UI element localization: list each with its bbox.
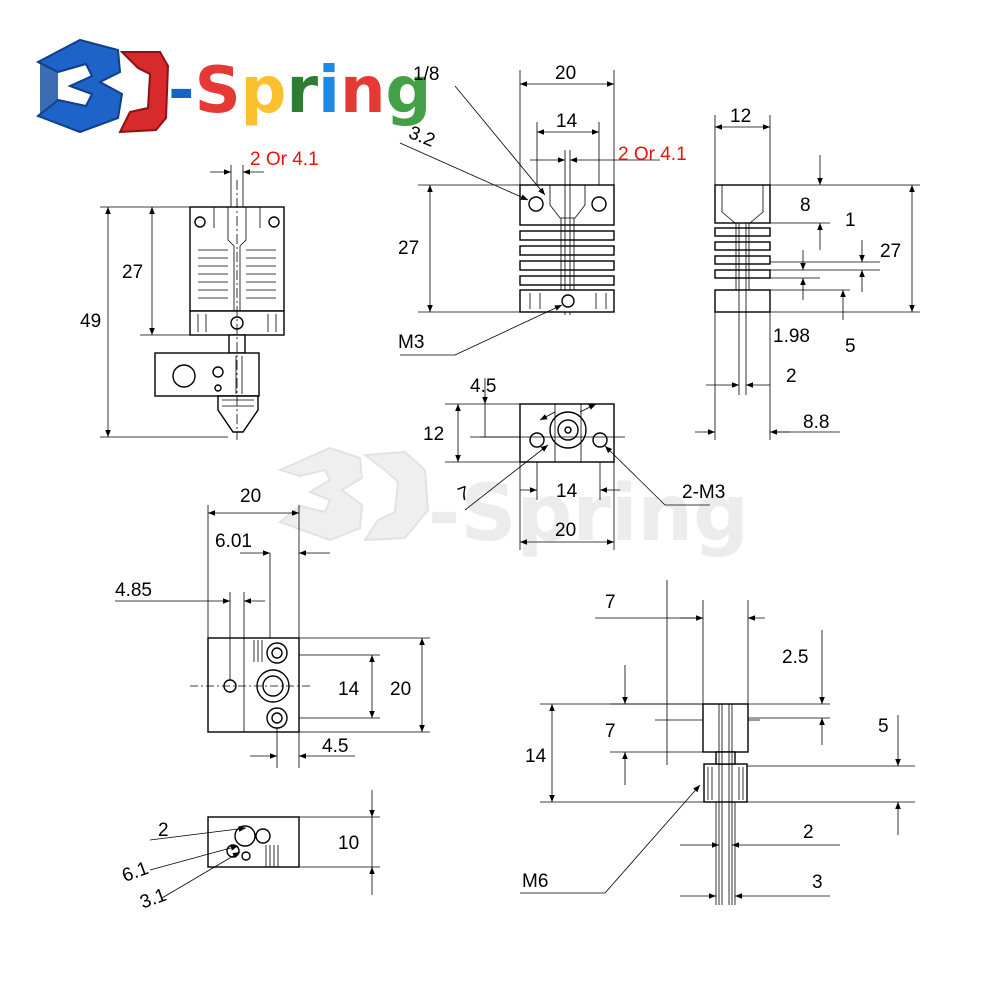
logo-letter-1: - bbox=[168, 54, 195, 128]
dim-nozzle-2: 2 bbox=[803, 822, 814, 843]
logo-letter-3: p bbox=[241, 54, 287, 128]
dim-bottom-20: 20 bbox=[555, 520, 576, 541]
nozzle-view: 7 2.5 7 5 14 2 M6 3 bbox=[520, 580, 915, 905]
dim-bottom-14: 14 bbox=[556, 481, 578, 502]
dim-heater-side-31: 3.1 bbox=[137, 885, 169, 914]
dim-nozzle-14: 14 bbox=[525, 746, 547, 767]
dim-nozzle-5: 5 bbox=[878, 716, 889, 737]
dim-right-88: 8.8 bbox=[803, 412, 829, 433]
dim-heater-side-61: 6.1 bbox=[119, 858, 151, 887]
logo-letter-7: g bbox=[386, 54, 432, 128]
bottom-heatsink-view: 4.5 12 7 14 2-M3 20 bbox=[423, 376, 725, 550]
dim-heater-485: 4.85 bbox=[115, 580, 152, 601]
logo-letter-2: S bbox=[195, 54, 241, 128]
dim-side-49: 49 bbox=[80, 311, 101, 332]
heater-side-view: 2 6.1 3.1 10 bbox=[119, 790, 380, 913]
dim-front-m3: M3 bbox=[398, 332, 424, 353]
watermark: -Spring bbox=[277, 446, 749, 559]
dim-right-5: 5 bbox=[845, 336, 856, 357]
dim-front-20: 20 bbox=[555, 63, 576, 84]
front-heatsink-view: 1/8 20 14 3.2 2 Or 4.1 27 M3 bbox=[398, 63, 687, 356]
dim-front-nozzle: 2 Or 4.1 bbox=[618, 144, 687, 165]
logo-letter-4: r bbox=[286, 54, 318, 128]
dim-bottom-2m3: 2-M3 bbox=[682, 482, 725, 503]
dim-nozzle-25: 2.5 bbox=[782, 647, 808, 668]
dim-bottom-45: 4.5 bbox=[470, 376, 496, 397]
dim-front-14: 14 bbox=[556, 111, 578, 132]
heater-block-view: 20 6.01 4.85 14 20 4.5 bbox=[115, 486, 430, 768]
logo-3d-mark bbox=[35, 38, 170, 134]
dim-right-198: 1.98 bbox=[773, 326, 810, 347]
dim-heater-14: 14 bbox=[338, 679, 360, 700]
logo-text: -Spring bbox=[168, 54, 431, 128]
dim-heater-45: 4.5 bbox=[322, 736, 348, 757]
right-heatsink-view: 12 8 1 27 1.98 5 2 8.8 bbox=[695, 106, 920, 440]
logo-letter-6: n bbox=[340, 54, 386, 128]
dim-right-1: 1 bbox=[845, 210, 856, 231]
dim-right-8: 8 bbox=[800, 195, 811, 216]
dim-bottom-12: 12 bbox=[423, 424, 444, 445]
dim-heater-20-height: 20 bbox=[390, 679, 411, 700]
dim-right-12: 12 bbox=[730, 106, 751, 127]
logo-letter-5: i bbox=[318, 54, 340, 128]
dim-side-nozzle: 2 Or 4.1 bbox=[250, 149, 319, 170]
dim-heater-601: 6.01 bbox=[215, 531, 252, 552]
dim-side-27: 27 bbox=[122, 262, 143, 283]
dim-heater-side-10: 10 bbox=[338, 833, 359, 854]
dim-nozzle-m6: M6 bbox=[522, 871, 548, 892]
dim-nozzle-7: 7 bbox=[605, 721, 616, 742]
dim-nozzle-3: 3 bbox=[812, 872, 823, 893]
dim-front-thread: 1/8 bbox=[413, 64, 439, 85]
dim-right-2: 2 bbox=[786, 366, 797, 387]
dim-nozzle-7-top: 7 bbox=[605, 592, 616, 613]
brand-logo: -Spring bbox=[35, 38, 431, 134]
dim-heater-20: 20 bbox=[240, 486, 261, 507]
dim-right-27: 27 bbox=[880, 241, 901, 262]
dim-heater-side-2: 2 bbox=[158, 820, 169, 841]
dim-front-27: 27 bbox=[398, 238, 419, 259]
watermark-3d-mark bbox=[277, 446, 430, 542]
side-assembly-view: 2 Or 4.1 27 49 bbox=[80, 149, 319, 440]
